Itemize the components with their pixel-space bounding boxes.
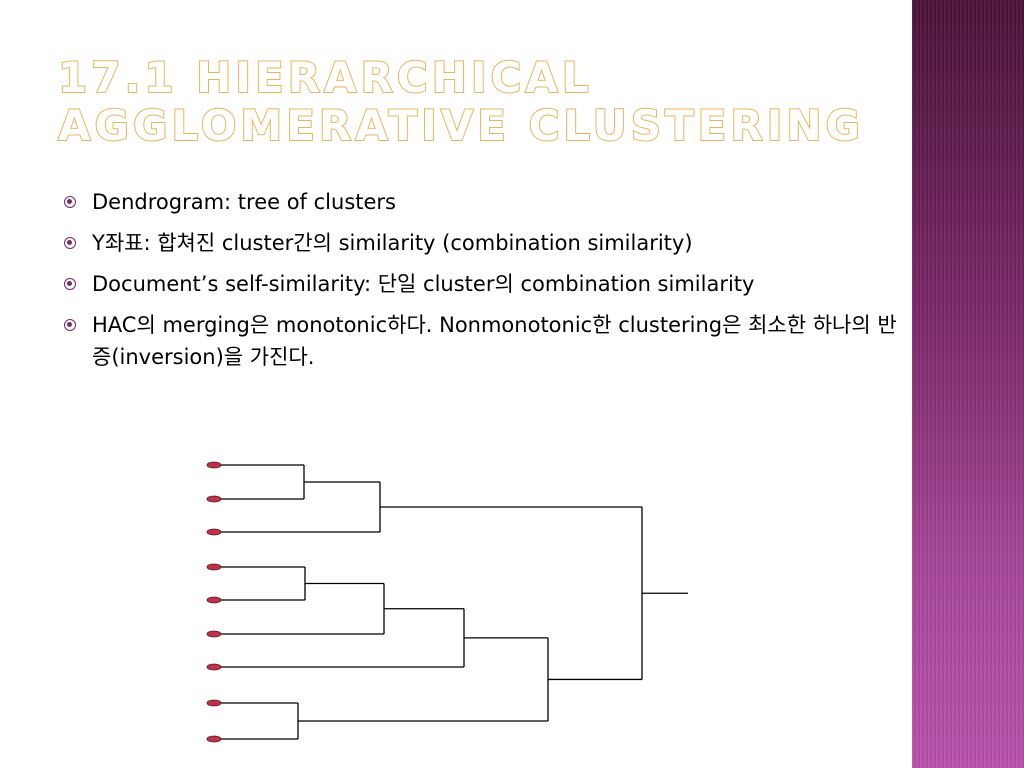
dendrogram-leaf-2: [206, 495, 222, 503]
dendrogram-links: [215, 464, 688, 740]
bullet-list: Dendrogram: tree of clusters Y좌표: 합쳐진 cl…: [60, 186, 900, 382]
dendrogram-leaves: [206, 461, 222, 743]
side-decoration-band: [912, 0, 1024, 768]
bullet-text: Dendrogram: tree of clusters: [92, 190, 396, 214]
dendrogram-leaf-6: [206, 630, 222, 638]
bullet-circle-icon: [64, 196, 76, 208]
dendrogram-leaf-7: [206, 663, 222, 671]
dendrogram-leaf-3: [206, 528, 222, 536]
bullet-item: HAC의 merging은 monotonic하다. Nonmonotonic한…: [60, 309, 900, 373]
dendrogram-leaf-8: [206, 699, 222, 707]
dendrogram-leaf-5: [206, 596, 222, 604]
bullet-item: Dendrogram: tree of clusters: [60, 186, 900, 218]
dendrogram-leaf-9: [206, 735, 222, 743]
bullet-circle-icon: [64, 237, 76, 249]
bullet-item: Document’s self-similarity: 단일 cluster의 …: [60, 268, 900, 300]
bullet-circle-icon: [64, 278, 76, 290]
bullet-text: HAC의 merging은 monotonic하다. Nonmonotonic한…: [92, 313, 897, 369]
bullet-circle-icon: [64, 319, 76, 331]
slide-title-line-1: 17.1 Hierarchical: [57, 53, 593, 103]
slide-title-line-2: Agglomerative Clustering: [57, 101, 864, 151]
bullet-text: Document’s self-similarity: 단일 cluster의 …: [92, 272, 755, 296]
dendrogram-leaf-1: [206, 461, 222, 469]
bullet-text: Y좌표: 합쳐진 cluster간의 similarity (combinati…: [92, 231, 693, 255]
slide-title: 17.1 Hierarchical Agglomerative Clusteri…: [57, 53, 898, 151]
bullet-item: Y좌표: 합쳐진 cluster간의 similarity (combinati…: [60, 227, 900, 259]
dendrogram-leaf-4: [206, 563, 222, 571]
